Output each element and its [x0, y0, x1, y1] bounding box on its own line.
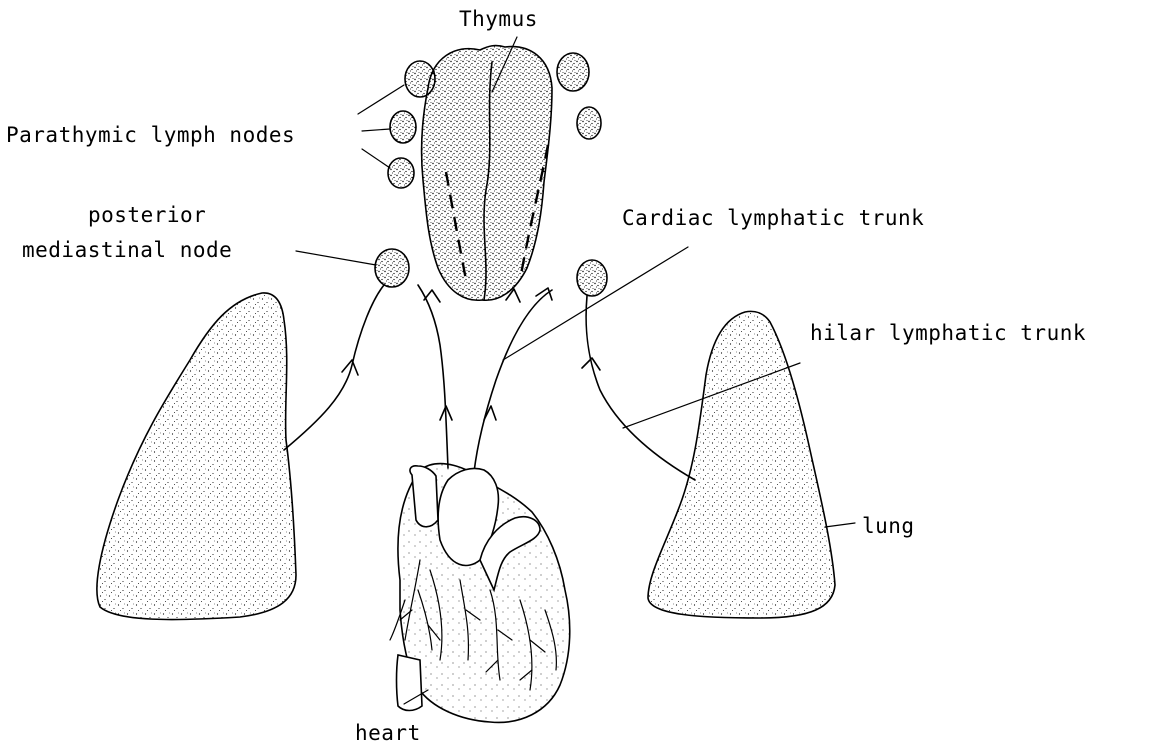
parathymic-node-left-bottom [388, 158, 414, 188]
label-parathymic-lymph-nodes: Parathymic lymph nodes [6, 123, 295, 147]
label-mediastinal-node: mediastinal node [22, 238, 232, 262]
thymus [422, 46, 552, 301]
label-lung: lung [862, 514, 915, 538]
parathymic-node-left-top [405, 61, 435, 97]
leader-parathymic-3 [362, 149, 390, 168]
leader-parathymic-2 [362, 129, 390, 131]
label-posterior: posterior [88, 203, 206, 227]
parathymic-node-right-top [557, 53, 589, 91]
leader-posterior-node [296, 251, 376, 265]
label-heart: heart [355, 721, 421, 745]
heart [390, 464, 570, 723]
right-lung [648, 311, 835, 618]
left-lung [97, 293, 296, 620]
posterior-mediastinal-node-left [375, 249, 409, 287]
parathymic-node-left-middle [390, 111, 416, 143]
leader-lung [825, 523, 855, 527]
label-hilar-lymphatic-trunk: hilar lymphatic trunk [810, 321, 1086, 345]
label-thymus: Thymus [459, 7, 538, 31]
lymphatic-vessels [284, 285, 695, 480]
leader-parathymic-1 [358, 85, 404, 114]
parathymic-node-right-middle [577, 107, 601, 139]
label-cardiac-lymphatic-trunk: Cardiac lymphatic trunk [622, 206, 924, 230]
posterior-mediastinal-node-right [577, 260, 607, 296]
